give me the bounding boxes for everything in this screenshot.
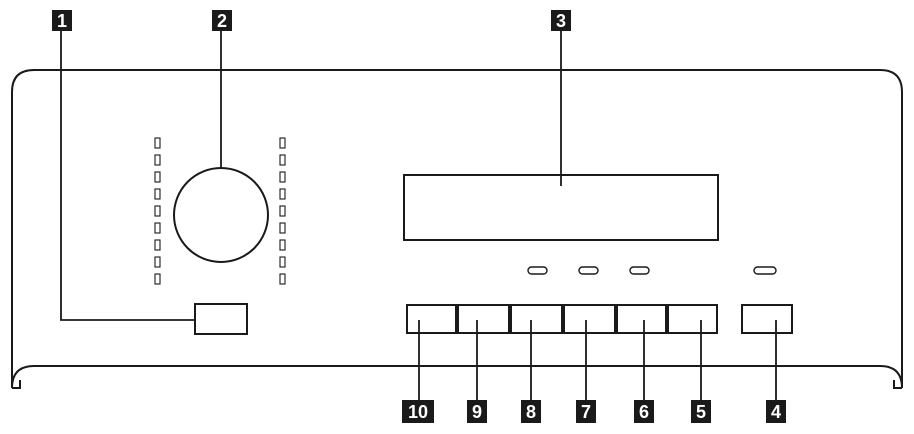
indicator-led-2: [578, 266, 599, 275]
callout-label-4: 4: [771, 402, 781, 422]
callout-1: 1: [52, 10, 72, 31]
callout-9: 9: [467, 400, 487, 423]
program-dial[interactable]: [173, 167, 269, 263]
function-button-4[interactable]: [741, 304, 793, 334]
callout-label-2: 2: [217, 11, 227, 31]
callout-label-5: 5: [696, 402, 706, 422]
leader-lines: [60, 28, 777, 402]
callout-label-6: 6: [639, 402, 649, 422]
callout-label-7: 7: [581, 402, 591, 422]
callout-2: 2: [212, 10, 232, 31]
indicator-led-4: [753, 266, 777, 275]
function-button-7[interactable]: [563, 304, 616, 334]
callout-8: 8: [521, 400, 541, 423]
callout-label-3: 3: [556, 11, 566, 31]
callout-5: 5: [691, 400, 711, 423]
program-indicators-right: [279, 137, 286, 285]
callout-label-8: 8: [526, 402, 536, 422]
callout-3: 3: [551, 10, 571, 31]
callout-10: 10: [402, 400, 434, 423]
program-indicators-left: [154, 137, 161, 285]
callout-4: 4: [766, 400, 786, 423]
door-release-button[interactable]: [194, 303, 248, 335]
indicator-led-1: [527, 266, 548, 275]
function-button-5[interactable]: [667, 304, 718, 334]
function-button-6[interactable]: [616, 304, 667, 334]
callout-label-1: 1: [57, 11, 67, 31]
function-button-8[interactable]: [510, 304, 563, 334]
callout-label-10: 10: [408, 402, 428, 422]
panel-outline: [11, 69, 903, 389]
callout-6: 6: [634, 400, 654, 423]
function-button-9[interactable]: [457, 304, 510, 334]
callout-7: 7: [576, 400, 596, 423]
function-button-10[interactable]: [406, 304, 457, 334]
indicator-led-3: [629, 266, 650, 275]
callout-label-9: 9: [472, 402, 482, 422]
